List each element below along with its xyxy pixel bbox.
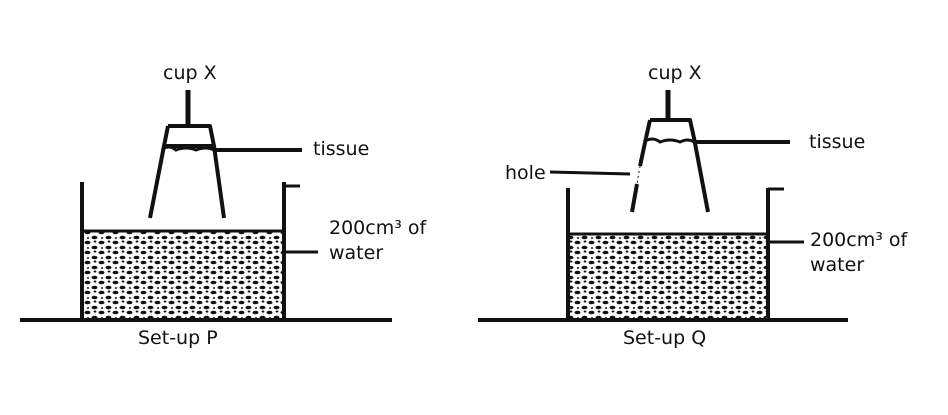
setup-q-tissue [643,137,695,144]
setup-q-hole-leader [549,170,631,176]
setup-p-tissue [160,145,215,152]
setup-p-water-label-line2: water [329,242,384,264]
setup-q-caption: Set-up Q [623,327,707,349]
setup-p [20,90,392,322]
setup-q-hole-label: hole [505,162,546,184]
setup-q-cup-label: cup X [648,62,702,84]
setup-q-water-label-line2: water [810,254,865,276]
setup-q-tissue-label: tissue [809,131,866,153]
setup-p-water-label-line1: 200cm³ of [329,217,427,239]
setup-q-cup-x-right [644,118,710,213]
setup-q-hole-outline [636,165,641,185]
setup-q-water-label-line1: 200cm³ of [810,229,908,251]
setup-q-cup-x-left-lower [630,183,639,213]
setup-q-water [570,235,766,318]
setup-p-cup-label: cup X [163,62,217,84]
setup-q-container [566,188,770,322]
setup-p-caption: Set-up P [138,327,218,349]
setup-p-cup-x [148,124,226,219]
setup-p-water [84,232,282,318]
setup-p-tissue-label: tissue [313,138,370,160]
setup-q [478,90,848,322]
